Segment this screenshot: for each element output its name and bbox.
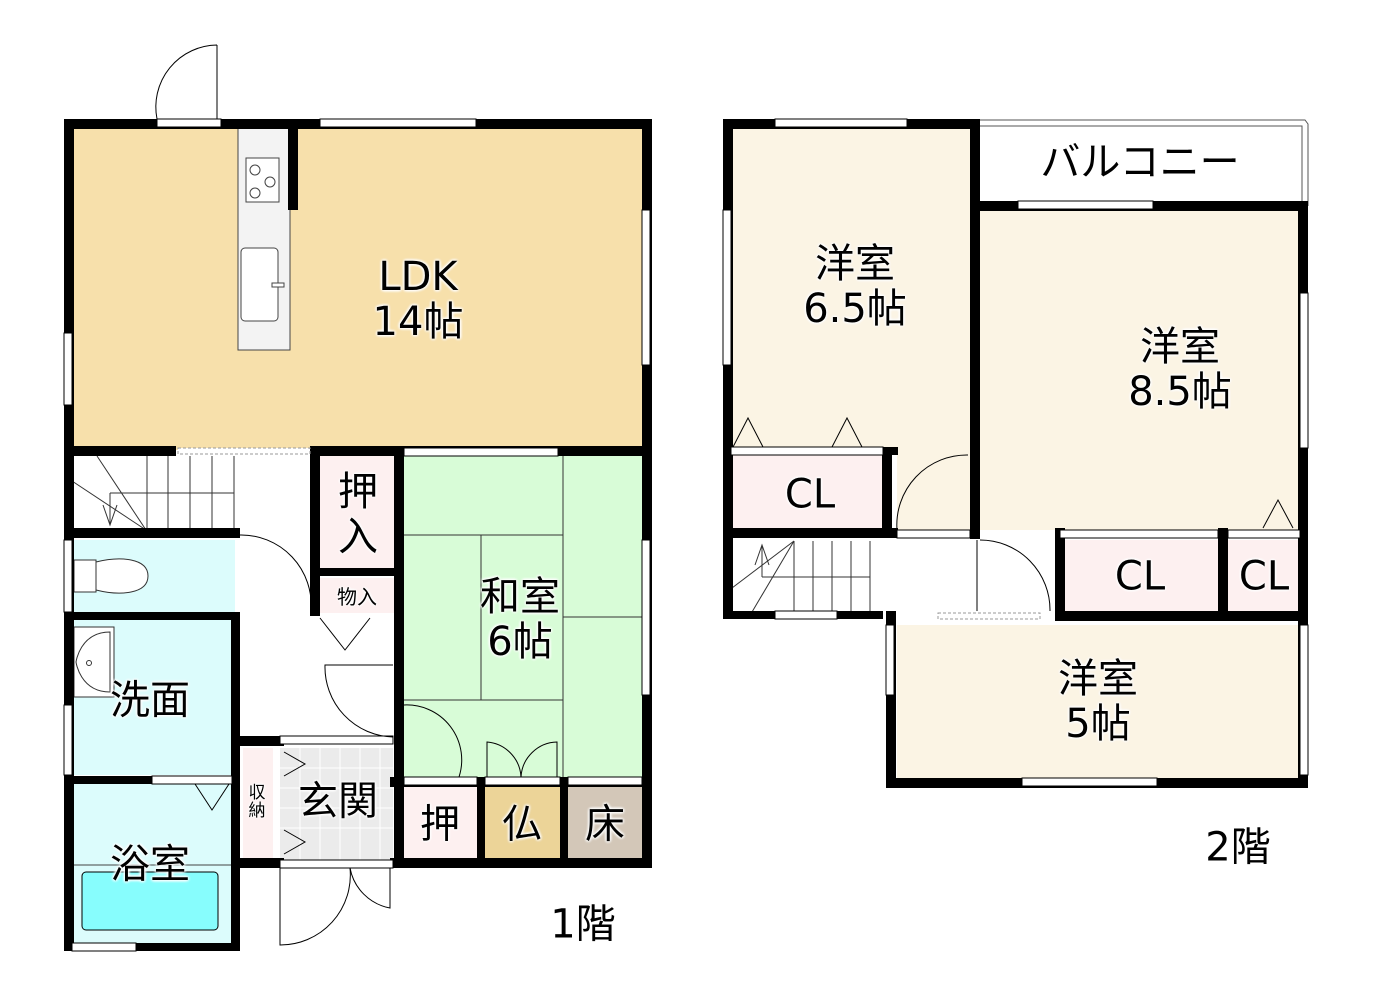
room-tokonoma-label: 床 [585,801,625,848]
floor1-plan [63,44,652,952]
room-monoire-label: 物入 [337,584,377,609]
room-yoshitsu65-label: 洋室 6.5帖 [803,242,907,332]
room-name: LDK [378,254,458,301]
monoire-floor [320,578,397,613]
label-line: 収 [248,783,266,804]
oshi-floor [403,787,478,860]
room-balcony-label: バルコニー [1040,139,1240,186]
room-butsudan-label: 仏 [502,801,542,848]
tokonoma-floor [568,787,643,860]
room-size: 14帖 [372,299,464,345]
floor2-plan [722,118,1309,788]
room-name: 和室 [480,574,560,621]
butsudan-floor [485,787,560,860]
room-yokushitsu-label: 浴室 [110,841,190,888]
room-oshi-label: 押 [420,801,460,848]
room-ldk-label: LDK 14帖 [373,255,464,345]
floor2-title: 2階 [1205,824,1271,871]
stove-icon [245,157,280,203]
cl1-floor [730,455,882,530]
room-size: 8.5帖 [1128,369,1232,415]
room-cl1-label: CL [784,471,836,518]
oshiire-floor [320,455,397,570]
room-oshiire-label: 押 入 [338,470,378,560]
washitsu-floor [403,455,643,777]
room-cl3-label: CL [1238,553,1290,600]
room-shuno-label: 収 納 [248,783,266,821]
toilet-icon [73,558,149,594]
stairs-icon [71,455,235,531]
room-washitsu-label: 和室 6帖 [480,575,560,665]
floor1-title: 1階 [550,901,616,948]
room-name: 洋室 [1058,656,1138,703]
room-size: 6帖 [487,619,553,665]
yoshitsu65-floor [730,125,970,455]
floor2-doors [732,416,1294,612]
floor2-windows [722,118,1309,787]
stairs2-icon [731,540,871,613]
room-cl2-label: CL [1114,553,1166,600]
yoshitsu5-floor [897,625,1302,780]
yoshitsu85-floor [980,210,1302,530]
ldk-floor [70,125,646,450]
room-size: 5帖 [1065,701,1131,747]
room-yoshitsu5-label: 洋室 5帖 [1058,657,1138,747]
room-name: 洋室 [1140,324,1220,371]
room-senmen-label: 洗面 [110,677,190,724]
room-name: 洋室 [815,241,895,288]
washbasin-icon [73,626,115,698]
cl3-floor [1228,540,1300,612]
floor1-doors [155,44,558,946]
label-line: 押 [338,469,378,516]
cl2-floor [1065,540,1218,612]
label-line: 入 [338,514,378,560]
label-line: 納 [248,801,266,821]
room-size: 6.5帖 [803,286,907,332]
room-yoshitsu85-label: 洋室 8.5帖 [1128,325,1232,415]
room-genkan-label: 玄関 [298,778,378,825]
shuno-floor [243,748,273,860]
bathtub [81,871,219,931]
floor1-windows [63,118,651,952]
genkan-floor [280,748,393,860]
